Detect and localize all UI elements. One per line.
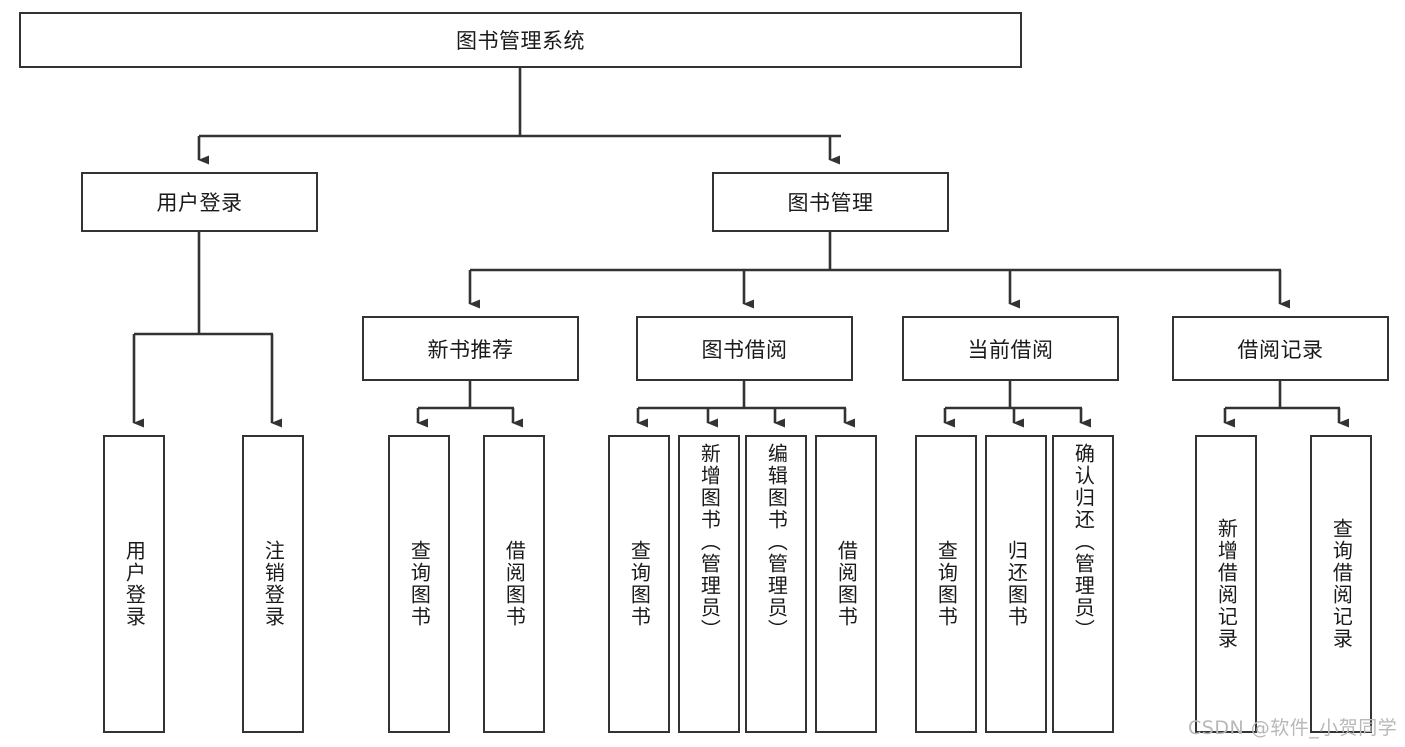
csdn-watermark: CSDN @软件_小贺同学 (1188, 717, 1398, 739)
node-book-borrow-label: 图书借阅 (701, 337, 788, 362)
node-user-login-label: 用户登录 (156, 191, 243, 215)
node-borrow-record[interactable]: 借阅记录 (1172, 316, 1389, 381)
leaf-logout-label: 注销登录 (261, 540, 286, 628)
node-new-book-recommend-label: 新书推荐 (427, 337, 514, 362)
leaf-query-book-current-label: 查询图书 (934, 540, 959, 628)
leaf-add-borrow-record-label: 新增借阅记录 (1214, 518, 1239, 650)
leaf-edit-book-admin-label: 编辑图书（管理员） (764, 443, 789, 641)
leaf-borrow-book-recommend-label: 借阅图书 (502, 540, 527, 628)
node-book-borrow[interactable]: 图书借阅 (636, 316, 853, 381)
node-root-label: 图书管理系统 (456, 29, 585, 53)
node-root[interactable]: 图书管理系统 (19, 12, 1022, 68)
leaf-add-book-admin-label: 新增图书（管理员） (697, 443, 722, 641)
node-book-management[interactable]: 图书管理 (712, 172, 949, 232)
node-new-book-recommend[interactable]: 新书推荐 (362, 316, 579, 381)
leaf-borrow-book-recommend[interactable]: 借阅图书 (483, 435, 545, 733)
leaf-query-borrow-record-label: 查询借阅记录 (1329, 518, 1354, 650)
leaf-query-book-recommend[interactable]: 查询图书 (388, 435, 450, 733)
node-book-management-label: 图书管理 (787, 191, 874, 215)
node-current-borrow[interactable]: 当前借阅 (902, 316, 1119, 381)
leaf-query-book-borrow[interactable]: 查询图书 (608, 435, 670, 733)
leaf-add-borrow-record[interactable]: 新增借阅记录 (1195, 435, 1257, 733)
leaf-query-book-borrow-label: 查询图书 (627, 540, 652, 628)
leaf-return-book[interactable]: 归还图书 (985, 435, 1047, 733)
leaf-edit-book-admin[interactable]: 编辑图书（管理员） (745, 435, 807, 733)
leaf-query-book-current[interactable]: 查询图书 (915, 435, 977, 733)
leaf-add-book-admin[interactable]: 新增图书（管理员） (678, 435, 740, 733)
leaf-confirm-return-admin-label: 确认归还（管理员） (1071, 443, 1096, 641)
leaf-user-login[interactable]: 用户登录 (103, 435, 165, 733)
leaf-logout[interactable]: 注销登录 (242, 435, 304, 733)
leaf-borrow-book[interactable]: 借阅图书 (815, 435, 877, 733)
leaf-query-book-recommend-label: 查询图书 (407, 540, 432, 628)
leaf-borrow-book-label: 借阅图书 (834, 540, 859, 628)
node-user-login[interactable]: 用户登录 (81, 172, 318, 232)
leaf-user-login-label: 用户登录 (122, 540, 147, 628)
leaf-query-borrow-record[interactable]: 查询借阅记录 (1310, 435, 1372, 733)
node-current-borrow-label: 当前借阅 (967, 337, 1054, 362)
leaf-confirm-return-admin[interactable]: 确认归还（管理员） (1052, 435, 1114, 733)
leaf-return-book-label: 归还图书 (1004, 540, 1029, 628)
node-borrow-record-label: 借阅记录 (1237, 337, 1324, 362)
